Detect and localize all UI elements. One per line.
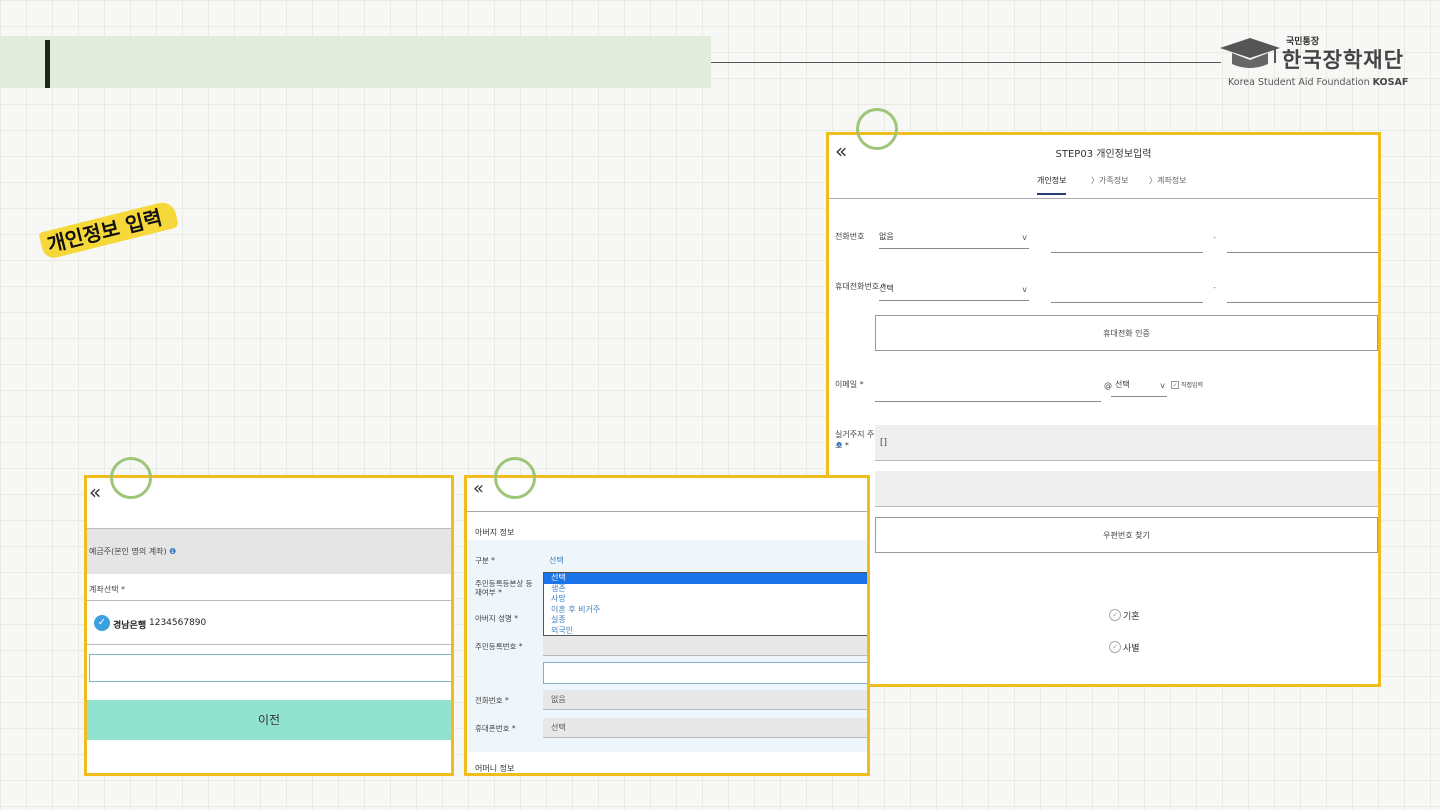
phone-middle-input[interactable]	[1051, 235, 1203, 253]
father-section-title: 아버지 정보	[475, 528, 515, 537]
logo-subtitle: Korea Student Aid Foundation KOSAF	[1228, 77, 1409, 88]
mobile-verify-button[interactable]: 휴대전화 인증	[875, 315, 1378, 351]
account-holder-label: 예금주(본인 명의 계좌) ❶	[89, 547, 177, 556]
type-label: 구분 *	[475, 556, 495, 565]
radio-bereaved[interactable]: ✓	[1109, 641, 1121, 653]
double-chevron-left-icon[interactable]: «	[835, 139, 848, 163]
header-divider	[467, 511, 867, 512]
personal-info-panel: « STEP03 개인정보입력 개인정보 〉가족정보 〉계좌정보 전화번호 없음…	[826, 132, 1381, 687]
phone-dash: -	[1213, 233, 1216, 242]
logo-small-text: 국민통장	[1286, 37, 1320, 47]
father-mobile-select[interactable]: 선택	[543, 718, 867, 738]
divider	[87, 644, 451, 645]
tab-personal-info[interactable]: 개인정보	[1037, 175, 1067, 195]
mobile-middle-input[interactable]	[1051, 285, 1203, 303]
info-icon: ❶	[169, 547, 177, 556]
account-holder-row: 예금주(본인 명의 계좌) ❶	[87, 528, 451, 574]
email-id-input[interactable]	[875, 384, 1101, 402]
rrn-detail-input[interactable]	[543, 662, 867, 684]
header-divider	[711, 62, 1221, 63]
mobile-label: 휴대전화번호 *	[835, 282, 886, 291]
address-input[interactable]: []	[875, 425, 1378, 461]
chevron-down-icon: v	[1022, 285, 1027, 294]
radio-married-label: 기혼	[1123, 612, 1140, 622]
zip-search-button[interactable]: 우편번호 찾기	[875, 517, 1378, 553]
account-select-label: 계좌선택 *	[89, 585, 125, 594]
mobile-dash: -	[1213, 283, 1216, 292]
family-panel: « 아버지 정보 구분 * 선택 주민등록등본상 등재여부 * 아버지 성명 *…	[464, 475, 870, 776]
double-chevron-left-icon[interactable]: «	[473, 478, 485, 499]
dropdown-option[interactable]: 외국인	[551, 625, 574, 635]
email-at-sign: @	[1104, 381, 1112, 390]
father-phone-label: 전화번호 *	[475, 696, 509, 705]
step-tabs: 개인정보 〉가족정보 〉계좌정보	[829, 175, 1378, 199]
mother-section-title: 어머니 정보	[475, 764, 515, 773]
chevron-down-icon: v	[1022, 233, 1027, 242]
tabs-divider	[829, 198, 1378, 199]
account-input[interactable]	[89, 654, 451, 682]
header-accent-bar	[45, 40, 50, 88]
chevron-down-icon: v	[1160, 381, 1165, 390]
email-label: 이메일 *	[835, 380, 864, 389]
marker-circle	[494, 457, 536, 499]
radio-married[interactable]: ✓	[1109, 609, 1121, 621]
check-circle-icon[interactable]: ✓	[94, 615, 110, 631]
rrn-label: 주민등록번호 *	[475, 642, 523, 651]
phone-label: 전화번호	[835, 232, 865, 241]
double-chevron-left-icon[interactable]: «	[89, 480, 102, 504]
marker-circle	[856, 108, 898, 150]
marker-circle	[110, 457, 152, 499]
tab-family-info[interactable]: 〉가족정보	[1091, 176, 1129, 185]
prev-button[interactable]: 이전	[87, 700, 451, 740]
account-number: 1234567890	[149, 618, 207, 628]
father-name-label: 아버지 성명 *	[475, 614, 519, 623]
direct-input-label: 직접입력	[1181, 382, 1204, 389]
rrn-input[interactable]	[543, 636, 867, 656]
dropdown-option[interactable]: 실종	[551, 615, 566, 624]
kosaf-logo: 국민통장 한국장학재단 Korea Student Aid Foundation…	[1216, 34, 1409, 92]
header-band	[0, 36, 711, 88]
graduation-cap-icon	[1220, 38, 1280, 68]
phone-last-input[interactable]	[1227, 235, 1378, 253]
step-title: STEP03 개인정보입력	[1055, 149, 1152, 160]
resident-label: 주민등록등본상 등재여부 *	[475, 579, 533, 597]
dropdown-option[interactable]: 선택	[544, 573, 867, 584]
address-detail-input[interactable]	[875, 471, 1378, 507]
tab-account-info[interactable]: 〉계좌정보	[1149, 176, 1187, 185]
info-icon: ❶	[836, 441, 843, 449]
dropdown-option[interactable]: 이혼 후 비거주	[551, 604, 601, 614]
dropdown-option[interactable]: 사망	[551, 594, 566, 603]
father-mobile-label: 휴대폰번호 *	[475, 724, 516, 733]
mobile-last-input[interactable]	[1227, 285, 1378, 303]
highlight-text: 개인정보 입력	[44, 205, 165, 257]
bank-name: 경남은행	[113, 621, 147, 631]
logo-title: 한국장학재단	[1282, 48, 1404, 72]
radio-bereaved-label: 사별	[1123, 644, 1140, 654]
section-highlight-label: 개인정보 입력	[36, 192, 181, 270]
type-dropdown-list[interactable]: 선택 생존 사망 이혼 후 비거주 실종 외국인	[543, 572, 867, 636]
account-panel: « 예금주(본인 명의 계좌) ❶ 계좌선택 * ✓ 경남은행 12345678…	[84, 475, 454, 776]
type-select[interactable]: 선택	[549, 556, 564, 565]
divider	[87, 600, 451, 601]
dropdown-option[interactable]: 생존	[551, 583, 566, 593]
address-label: 실거주지 주소 *	[835, 430, 875, 450]
direct-input-checkbox[interactable]: ✓	[1171, 381, 1179, 389]
father-phone-select[interactable]: 없음	[543, 690, 867, 710]
